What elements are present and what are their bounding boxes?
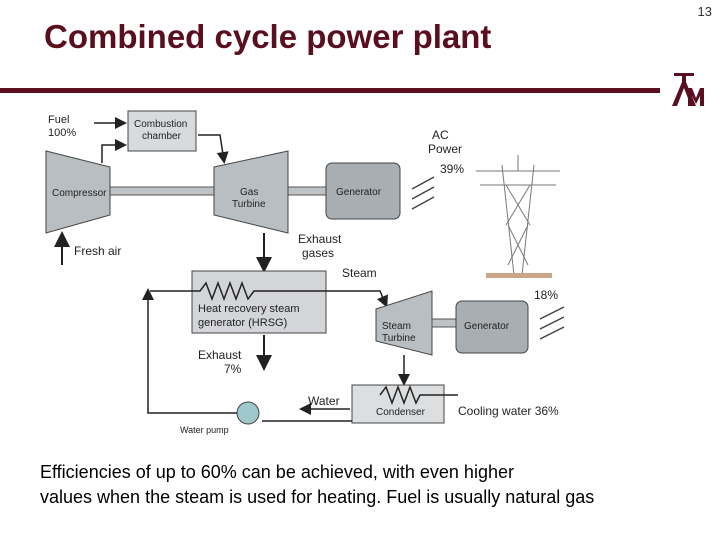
exhaust-label: Exhaust [198,348,242,362]
combustion-label-2: chamber [142,131,182,142]
condenser-label: Condenser [376,407,426,418]
exhaust-percent: 7% [224,362,242,376]
gas-turbine-label-2: Turbine [232,199,266,210]
steam-arrow [340,290,388,308]
hrsg [191,270,327,334]
transmission-tower [476,155,560,276]
title-rule [0,88,660,93]
caption-line-1: Efficiencies of up to 60% can be achieve… [40,462,514,482]
steam-shaft [431,318,457,328]
steam-turbine-label-1: Steam [382,321,411,332]
ac-percent: 39% [440,162,464,176]
combustion-chamber [127,110,197,152]
page-number: 13 [697,4,712,19]
hrsg-coil [150,280,340,302]
caption: Efficiencies of up to 60% can be achieve… [40,460,594,510]
generator-label: Generator [336,187,382,198]
university-logo [672,73,704,106]
compressor-label: Compressor [52,188,107,199]
steam-output-lines [539,306,565,340]
steam-turbine [375,290,433,356]
combustion-label-1: Combustion [134,119,187,130]
fuel-percent: 100% [48,127,76,139]
water-pump [236,401,260,425]
ac-label-1: AC [432,128,449,142]
ac-output-lines [411,176,435,210]
compressor [45,150,111,234]
gas-turbine [213,150,289,234]
slide-title: Combined cycle power plant [44,18,492,55]
exhaust-gases-label-1: Exhaust [298,232,342,246]
pump-to-hrsg-line [142,288,237,414]
cooling-water-label: Cooling water 36% [458,404,559,418]
generator [325,162,401,220]
water-label: Water [308,394,340,408]
caption-line-2: values when the steam is used for heatin… [40,487,595,507]
gas-turbine-label-1: Gas [240,187,258,198]
generator-2 [455,300,529,354]
condenser-coil [379,384,458,406]
generator-2-label: Generator [464,321,510,332]
ac-label-2: Power [428,142,462,156]
combustion-to-turbine-arrow [198,134,229,164]
steam-turbine-label-2: Turbine [382,333,416,344]
water-pump-label: Water pump [180,425,229,435]
hrsg-label-1: Heat recovery steam [198,303,299,315]
power-plant-diagram: Compressor Combustion chamber Fuel 100% … [45,110,565,435]
exhaust-gases-label-2: gases [302,246,334,260]
compressor-to-combustion-arrow [101,139,127,163]
condenser [351,384,445,424]
steam-percent: 18% [534,288,558,302]
fresh-air-label: Fresh air [74,244,121,258]
hrsg-label-2: generator (HRSG) [198,317,287,329]
fuel-label: Fuel [48,114,69,126]
steam-label: Steam [342,266,377,280]
tower-ground [486,273,552,278]
